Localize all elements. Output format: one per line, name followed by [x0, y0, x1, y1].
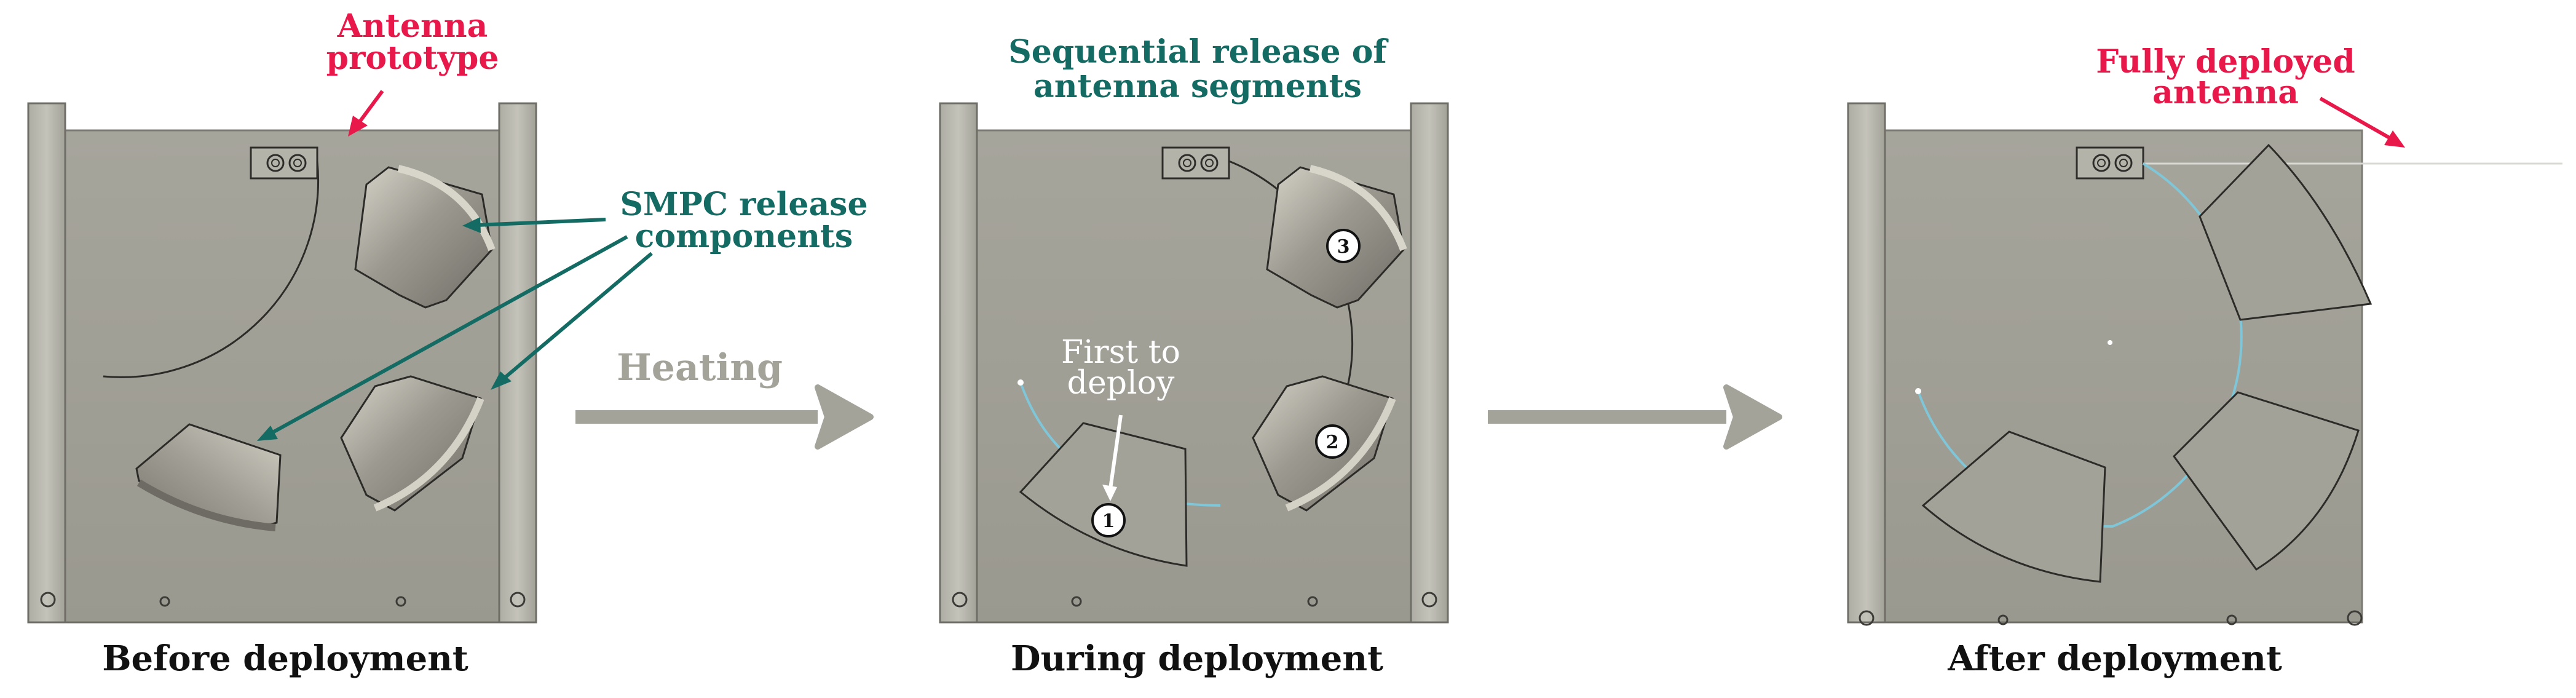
svg-text:2: 2 [1326, 432, 1339, 453]
svg-text:prototype: prototype [326, 39, 499, 77]
released-segment [1019, 422, 1188, 567]
process-arrow-2 [1488, 384, 1782, 450]
panel-before [27, 102, 537, 624]
panel-after [1847, 102, 2562, 626]
smpc-component-top [354, 165, 496, 309]
svg-text:Fully deployed: Fully deployed [2096, 43, 2355, 81]
heating-arrow: Heating [575, 346, 874, 450]
badge-1: 1 [1091, 503, 1126, 537]
side-rail-left [27, 102, 66, 624]
badge-2: 2 [1315, 424, 1349, 459]
badge-3: 3 [1326, 229, 1361, 263]
first-to-deploy-label: First to deploy [1061, 334, 1180, 402]
smpc-component-bottom [135, 423, 282, 531]
caption-after: After deployment [1947, 638, 2282, 679]
first-to-deploy-arrow [1102, 414, 1123, 501]
smpc-component-right [340, 375, 484, 512]
annotation-antenna-prototype: Antenna prototype [326, 7, 499, 137]
hinge-block [2076, 146, 2144, 180]
svg-text:components: components [635, 218, 853, 255]
svg-text:Heating: Heating [617, 346, 783, 389]
deployed-segment-top [2199, 143, 2373, 321]
svg-text:SMPC release: SMPC release [620, 186, 867, 223]
side-rail-left [1847, 102, 1886, 624]
svg-text:First to: First to [1061, 334, 1180, 371]
side-rail-left [939, 102, 978, 624]
antenna-wire [103, 161, 320, 378]
annotation-fully-deployed: Fully deployed antenna [2096, 43, 2405, 148]
svg-text:antenna: antenna [2152, 74, 2299, 111]
panel-during: 1 2 3 First to deploy [939, 102, 1449, 624]
svg-text:antenna segments: antenna segments [1033, 68, 1362, 105]
caption-before: Before deployment [102, 638, 468, 679]
svg-text:1: 1 [1102, 510, 1115, 532]
side-rail-right [498, 102, 537, 624]
svg-text:3: 3 [1337, 236, 1350, 258]
mount-holes [40, 592, 526, 608]
svg-text:deploy: deploy [1067, 365, 1175, 402]
deployed-segment-right [2173, 391, 2360, 571]
side-rail-right [1410, 102, 1449, 624]
hinge-block [1161, 146, 1230, 180]
annotation-smpc-release: SMPC release components [257, 186, 868, 441]
mount-holes [1859, 610, 2363, 626]
hinge-block [250, 146, 318, 180]
annotation-sequential-release: Sequential release of antenna segments [1008, 33, 1389, 105]
caption-during: During deployment [1011, 638, 1383, 679]
deployed-segment-left [1921, 430, 2106, 583]
mount-holes [952, 592, 1437, 608]
svg-text:Antenna: Antenna [337, 7, 488, 45]
svg-text:Sequential release of: Sequential release of [1008, 33, 1389, 71]
